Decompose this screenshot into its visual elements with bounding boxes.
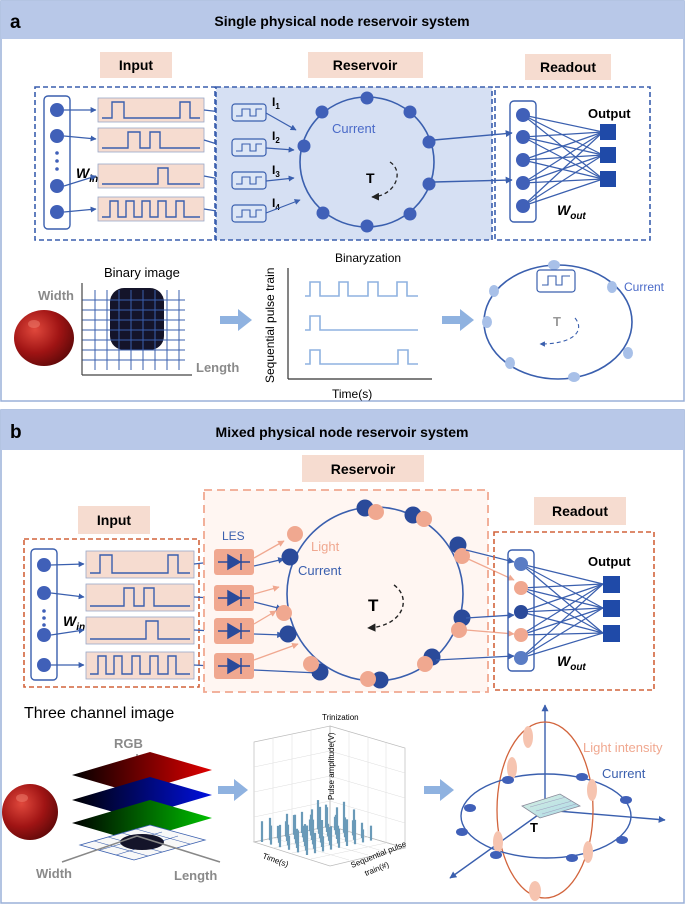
les-label: LES — [222, 529, 245, 543]
reservoir-label-box-b — [302, 455, 424, 482]
mini-ring-nodes-a — [482, 260, 633, 382]
input-node-column-b — [30, 548, 58, 681]
t-label-b-2: T — [530, 820, 538, 835]
apple-b — [2, 784, 58, 840]
readout-label-box-b — [534, 497, 626, 525]
binary-image-label: Binary image — [104, 265, 180, 280]
t-label-a: T — [366, 170, 375, 186]
input-box-b — [23, 538, 200, 688]
panel-a-letter: a — [10, 12, 21, 33]
pulse-amp-label: Pulse amplitude(V) — [327, 732, 336, 800]
ring-3d-b — [449, 704, 666, 901]
current-label-a-2: Current — [624, 280, 665, 294]
arrow-a-2 — [442, 309, 474, 331]
win-label: Win — [76, 165, 98, 185]
pulse-trains-a — [305, 281, 418, 365]
output-label-b: Output — [588, 554, 631, 569]
time-label-b: Time(s) — [261, 851, 290, 869]
readout-weights-b — [520, 563, 604, 659]
length-label-a: Length — [196, 360, 239, 375]
ring-nodes-b — [276, 499, 471, 689]
input-label: Input — [119, 57, 154, 73]
current-arrows-b — [253, 557, 319, 676]
light-label-b: Light — [311, 539, 340, 554]
panel-b-letter: b — [10, 422, 22, 443]
input-label-b: Input — [97, 512, 132, 528]
svg-text:I3: I3 — [272, 163, 280, 179]
output-label-a: Output — [588, 106, 631, 121]
apple-a — [14, 310, 74, 366]
mini-source-pulse-a — [542, 275, 570, 286]
input-label-box — [100, 52, 172, 78]
width-label-b: Width — [36, 866, 72, 881]
ring-to-readout-arrows-b — [435, 549, 515, 661]
three-channel-label: Three channel image — [24, 705, 174, 722]
svg-text:I4: I4 — [272, 196, 280, 212]
current-label-a: Current — [332, 121, 376, 136]
readout-box-b — [493, 531, 655, 691]
t-label-a-2: T — [553, 314, 561, 329]
current-label-b: Current — [298, 563, 342, 578]
t-cycle-arrow-a — [371, 161, 398, 201]
current-sources-a — [231, 103, 267, 223]
length-label-b: Length — [174, 868, 217, 883]
win-label-b: Win — [63, 613, 85, 633]
readout-label-b: Readout — [552, 503, 608, 519]
wout-label-b: Wout — [557, 653, 586, 673]
ring-to-readout-arrows-a — [433, 130, 513, 184]
source-to-ring-arrows — [265, 112, 301, 214]
readout-node-column-b — [507, 549, 535, 672]
pulse-waves-a — [102, 101, 200, 218]
t-cycle-arrow-b — [367, 584, 404, 632]
svg-text:I2: I2 — [272, 129, 280, 145]
reservoir-label: Reservoir — [333, 57, 398, 73]
input-node-column — [43, 95, 71, 230]
input-nodes — [50, 103, 64, 219]
reservoir-label-b: Reservoir — [331, 461, 396, 477]
rgb-label: RGB — [114, 736, 143, 751]
time-label-a: Time(s) — [332, 387, 372, 401]
input-label-box-b — [78, 506, 150, 534]
arrow-a-1 — [220, 309, 252, 331]
t-cycle-arrow-a-2 — [539, 317, 580, 347]
readout-label-box — [525, 54, 611, 80]
wout-label-a: Wout — [557, 202, 586, 222]
current-label-b-2: Current — [602, 766, 646, 781]
panel-a-title: Single physical node reservoir system — [214, 13, 469, 29]
readout-nodes-a — [516, 108, 530, 213]
binary-image-grid — [81, 283, 192, 376]
trinization-label: Trinization — [322, 713, 359, 722]
arrow-b-2 — [424, 779, 454, 801]
panel-a-header — [1, 1, 684, 39]
panel-b-header — [1, 410, 684, 450]
pulse-waves-b — [90, 554, 190, 675]
t-label-b: T — [368, 596, 379, 615]
readout-label: Readout — [540, 59, 596, 75]
pulse-boxes-a — [97, 97, 205, 222]
readout-box-a — [494, 86, 651, 241]
input-nodes-b — [37, 558, 51, 672]
output-squares-b — [603, 576, 620, 642]
readout-nodes-b — [514, 557, 528, 665]
current-labels-a: I1 I2 I3 I4 — [272, 95, 280, 212]
light-arrows-b — [253, 540, 299, 661]
readout-node-column-a — [509, 100, 537, 223]
ring-nodes-a — [297, 91, 436, 233]
light-intensity-label: Light intensity — [583, 740, 663, 755]
rgb-layers — [61, 752, 221, 863]
bar-plot-3d — [252, 725, 407, 867]
les-diodes — [214, 549, 254, 679]
width-label-a: Width — [38, 288, 74, 303]
readout-weights-a — [522, 114, 604, 207]
svg-text:I1: I1 — [272, 95, 280, 111]
reservoir-label-box — [308, 52, 423, 78]
sequential-label-a: Sequential pulse train — [263, 268, 277, 383]
input-box — [34, 86, 216, 241]
output-squares-a — [600, 124, 616, 187]
binaryzation-label: Binaryzation — [335, 251, 401, 265]
panel-b-title: Mixed physical node reservoir system — [216, 424, 469, 440]
arrow-b-1 — [218, 779, 248, 801]
